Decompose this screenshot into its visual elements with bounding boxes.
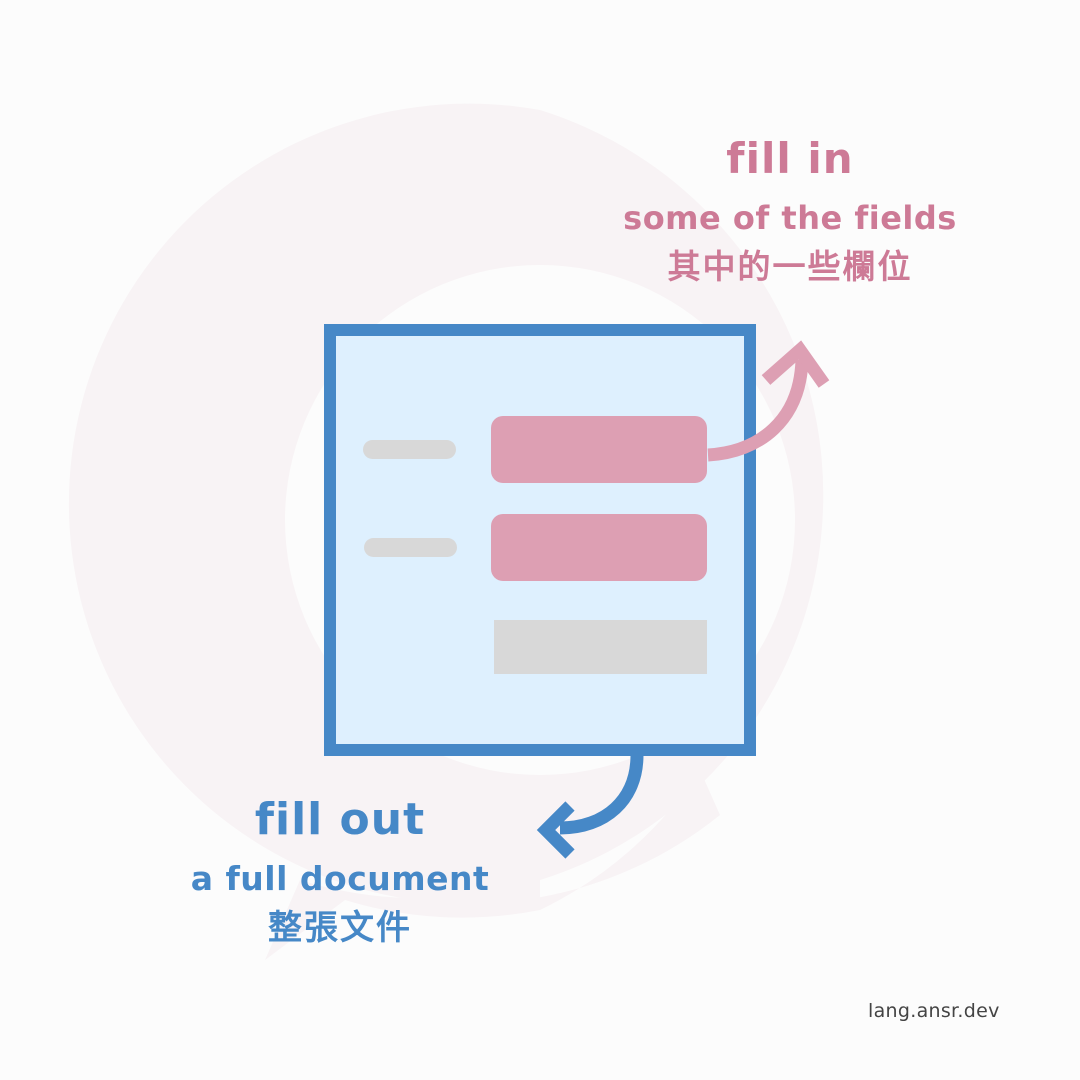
- fill-out-label: fill out a full document 整張文件: [160, 794, 520, 948]
- fill-in-title: fill in: [726, 134, 854, 183]
- fill-in-subtitle: some of the fields: [623, 199, 957, 237]
- fill-out-subtitle: a full document: [190, 859, 490, 898]
- submit-placeholder: [494, 620, 707, 674]
- field-input-1: [491, 416, 707, 483]
- footer-site: lang.ansr.dev: [868, 1000, 1000, 1022]
- fill-out-chinese: 整張文件: [268, 908, 412, 948]
- fill-in-label: fill in some of the fields 其中的一些欄位: [590, 134, 990, 286]
- fill-out-title: fill out: [254, 794, 426, 845]
- field-label-2: [364, 538, 457, 557]
- field-input-2: [491, 514, 707, 581]
- fill-in-chinese: 其中的一些欄位: [667, 247, 913, 286]
- document-form: [324, 324, 756, 756]
- field-label-1: [363, 440, 456, 459]
